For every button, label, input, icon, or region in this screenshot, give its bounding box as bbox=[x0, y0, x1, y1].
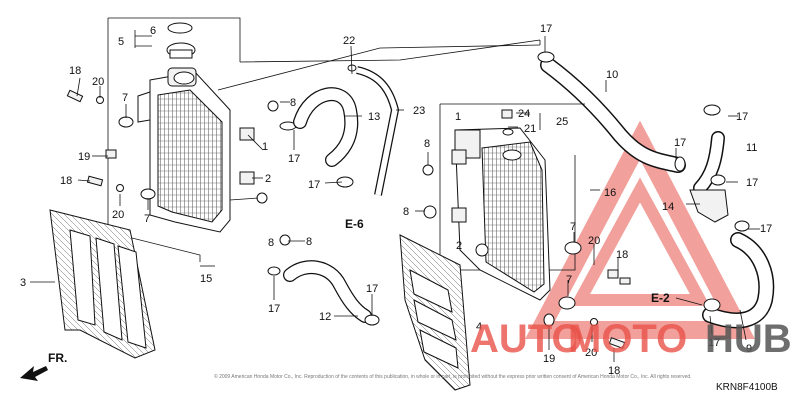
callout-23: 23 bbox=[413, 105, 425, 117]
callout-20: 20 bbox=[112, 209, 124, 221]
callout-20: 20 bbox=[585, 347, 597, 359]
front-label: FR. bbox=[48, 351, 67, 365]
callout-3: 3 bbox=[20, 277, 26, 289]
watermark-text: AUTO MOTO HUB bbox=[470, 317, 792, 361]
callout-8: 8 bbox=[268, 237, 274, 249]
left-radiator bbox=[137, 67, 268, 233]
callout-1: 1 bbox=[262, 141, 268, 153]
callout-24: 24 bbox=[518, 108, 530, 120]
warning-triangle-inner-icon bbox=[569, 177, 711, 306]
callout-2: 2 bbox=[265, 173, 271, 185]
callout-18: 18 bbox=[60, 175, 72, 187]
callout-8: 8 bbox=[403, 206, 409, 218]
diagram-code: KRN8F4100B bbox=[716, 382, 778, 393]
callout-19: 19 bbox=[78, 151, 90, 163]
right-grommets bbox=[422, 149, 631, 349]
left-group-frame bbox=[107, 17, 241, 262]
callout-19: 19 bbox=[543, 353, 555, 365]
callout-17: 17 bbox=[674, 137, 686, 149]
callout-17: 17 bbox=[746, 177, 758, 189]
copyright-note: © 2009 American Honda Motor Co., Inc. Re… bbox=[214, 373, 692, 380]
callout-17: 17 bbox=[366, 283, 378, 295]
watermark-auto: AUTO bbox=[470, 317, 583, 361]
callout-13: 13 bbox=[368, 111, 380, 123]
callout-18: 18 bbox=[69, 65, 81, 77]
callout-7: 7 bbox=[570, 221, 576, 233]
callout-8: 8 bbox=[290, 97, 296, 109]
left-shroud bbox=[49, 209, 156, 359]
callout-8: 8 bbox=[424, 138, 430, 150]
callout-18: 18 bbox=[616, 249, 628, 261]
right-radiator bbox=[454, 109, 551, 301]
callout-5: 5 bbox=[118, 36, 124, 48]
hose-10 bbox=[537, 51, 686, 173]
ref-e6: E-6 bbox=[345, 217, 364, 231]
callout-9: 9 bbox=[746, 343, 752, 355]
callout-20: 20 bbox=[92, 76, 104, 88]
callout-16: 16 bbox=[604, 187, 616, 199]
callout-17: 17 bbox=[268, 303, 280, 315]
pipe-14 bbox=[689, 189, 750, 232]
callout-17: 17 bbox=[760, 223, 772, 235]
callout-21: 21 bbox=[524, 123, 536, 135]
watermark-logo bbox=[525, 120, 755, 339]
callout-17: 17 bbox=[736, 111, 748, 123]
left-bolts bbox=[66, 89, 156, 200]
hose-13 bbox=[293, 87, 359, 188]
ref-e2: E-2 bbox=[651, 291, 670, 305]
callout-17: 17 bbox=[708, 337, 720, 349]
callout-17: 17 bbox=[288, 153, 300, 165]
callout-1: 1 bbox=[455, 111, 461, 123]
right-shroud bbox=[399, 234, 471, 391]
leader-loop bbox=[217, 39, 541, 91]
callout-20: 20 bbox=[588, 235, 600, 247]
callout-15: 15 bbox=[200, 273, 212, 285]
hose-9 bbox=[702, 232, 775, 329]
callout-labels: 6 5 18 20 7 19 18 20 7 1 2 8 17 8 17 22 … bbox=[20, 23, 772, 377]
warning-triangle-icon bbox=[525, 120, 755, 339]
callout-7: 7 bbox=[566, 274, 572, 286]
callout-17: 17 bbox=[540, 23, 552, 35]
callout-14: 14 bbox=[662, 201, 674, 213]
left-grommets bbox=[239, 100, 297, 276]
leader-lines bbox=[30, 36, 760, 362]
radiator-cap bbox=[166, 22, 196, 59]
callout-2: 2 bbox=[456, 240, 462, 252]
callout-6: 6 bbox=[150, 25, 156, 37]
callout-10: 10 bbox=[606, 69, 618, 81]
callout-4: 4 bbox=[476, 321, 482, 333]
callout-17: 17 bbox=[308, 179, 320, 191]
callout-25: 25 bbox=[556, 116, 568, 128]
callout-8: 8 bbox=[306, 236, 312, 248]
callout-11: 11 bbox=[746, 142, 757, 154]
callout-7: 7 bbox=[122, 92, 128, 104]
watermark-hub: HUB bbox=[705, 317, 792, 361]
callout-12: 12 bbox=[319, 311, 331, 323]
hose-12 bbox=[283, 260, 380, 326]
callout-18: 18 bbox=[608, 365, 620, 377]
hose-11 bbox=[693, 104, 726, 195]
front-arrow-icon bbox=[20, 366, 48, 381]
watermark-moto: MOTO bbox=[568, 317, 687, 361]
callout-7: 7 bbox=[144, 213, 150, 225]
callout-22: 22 bbox=[343, 35, 355, 47]
